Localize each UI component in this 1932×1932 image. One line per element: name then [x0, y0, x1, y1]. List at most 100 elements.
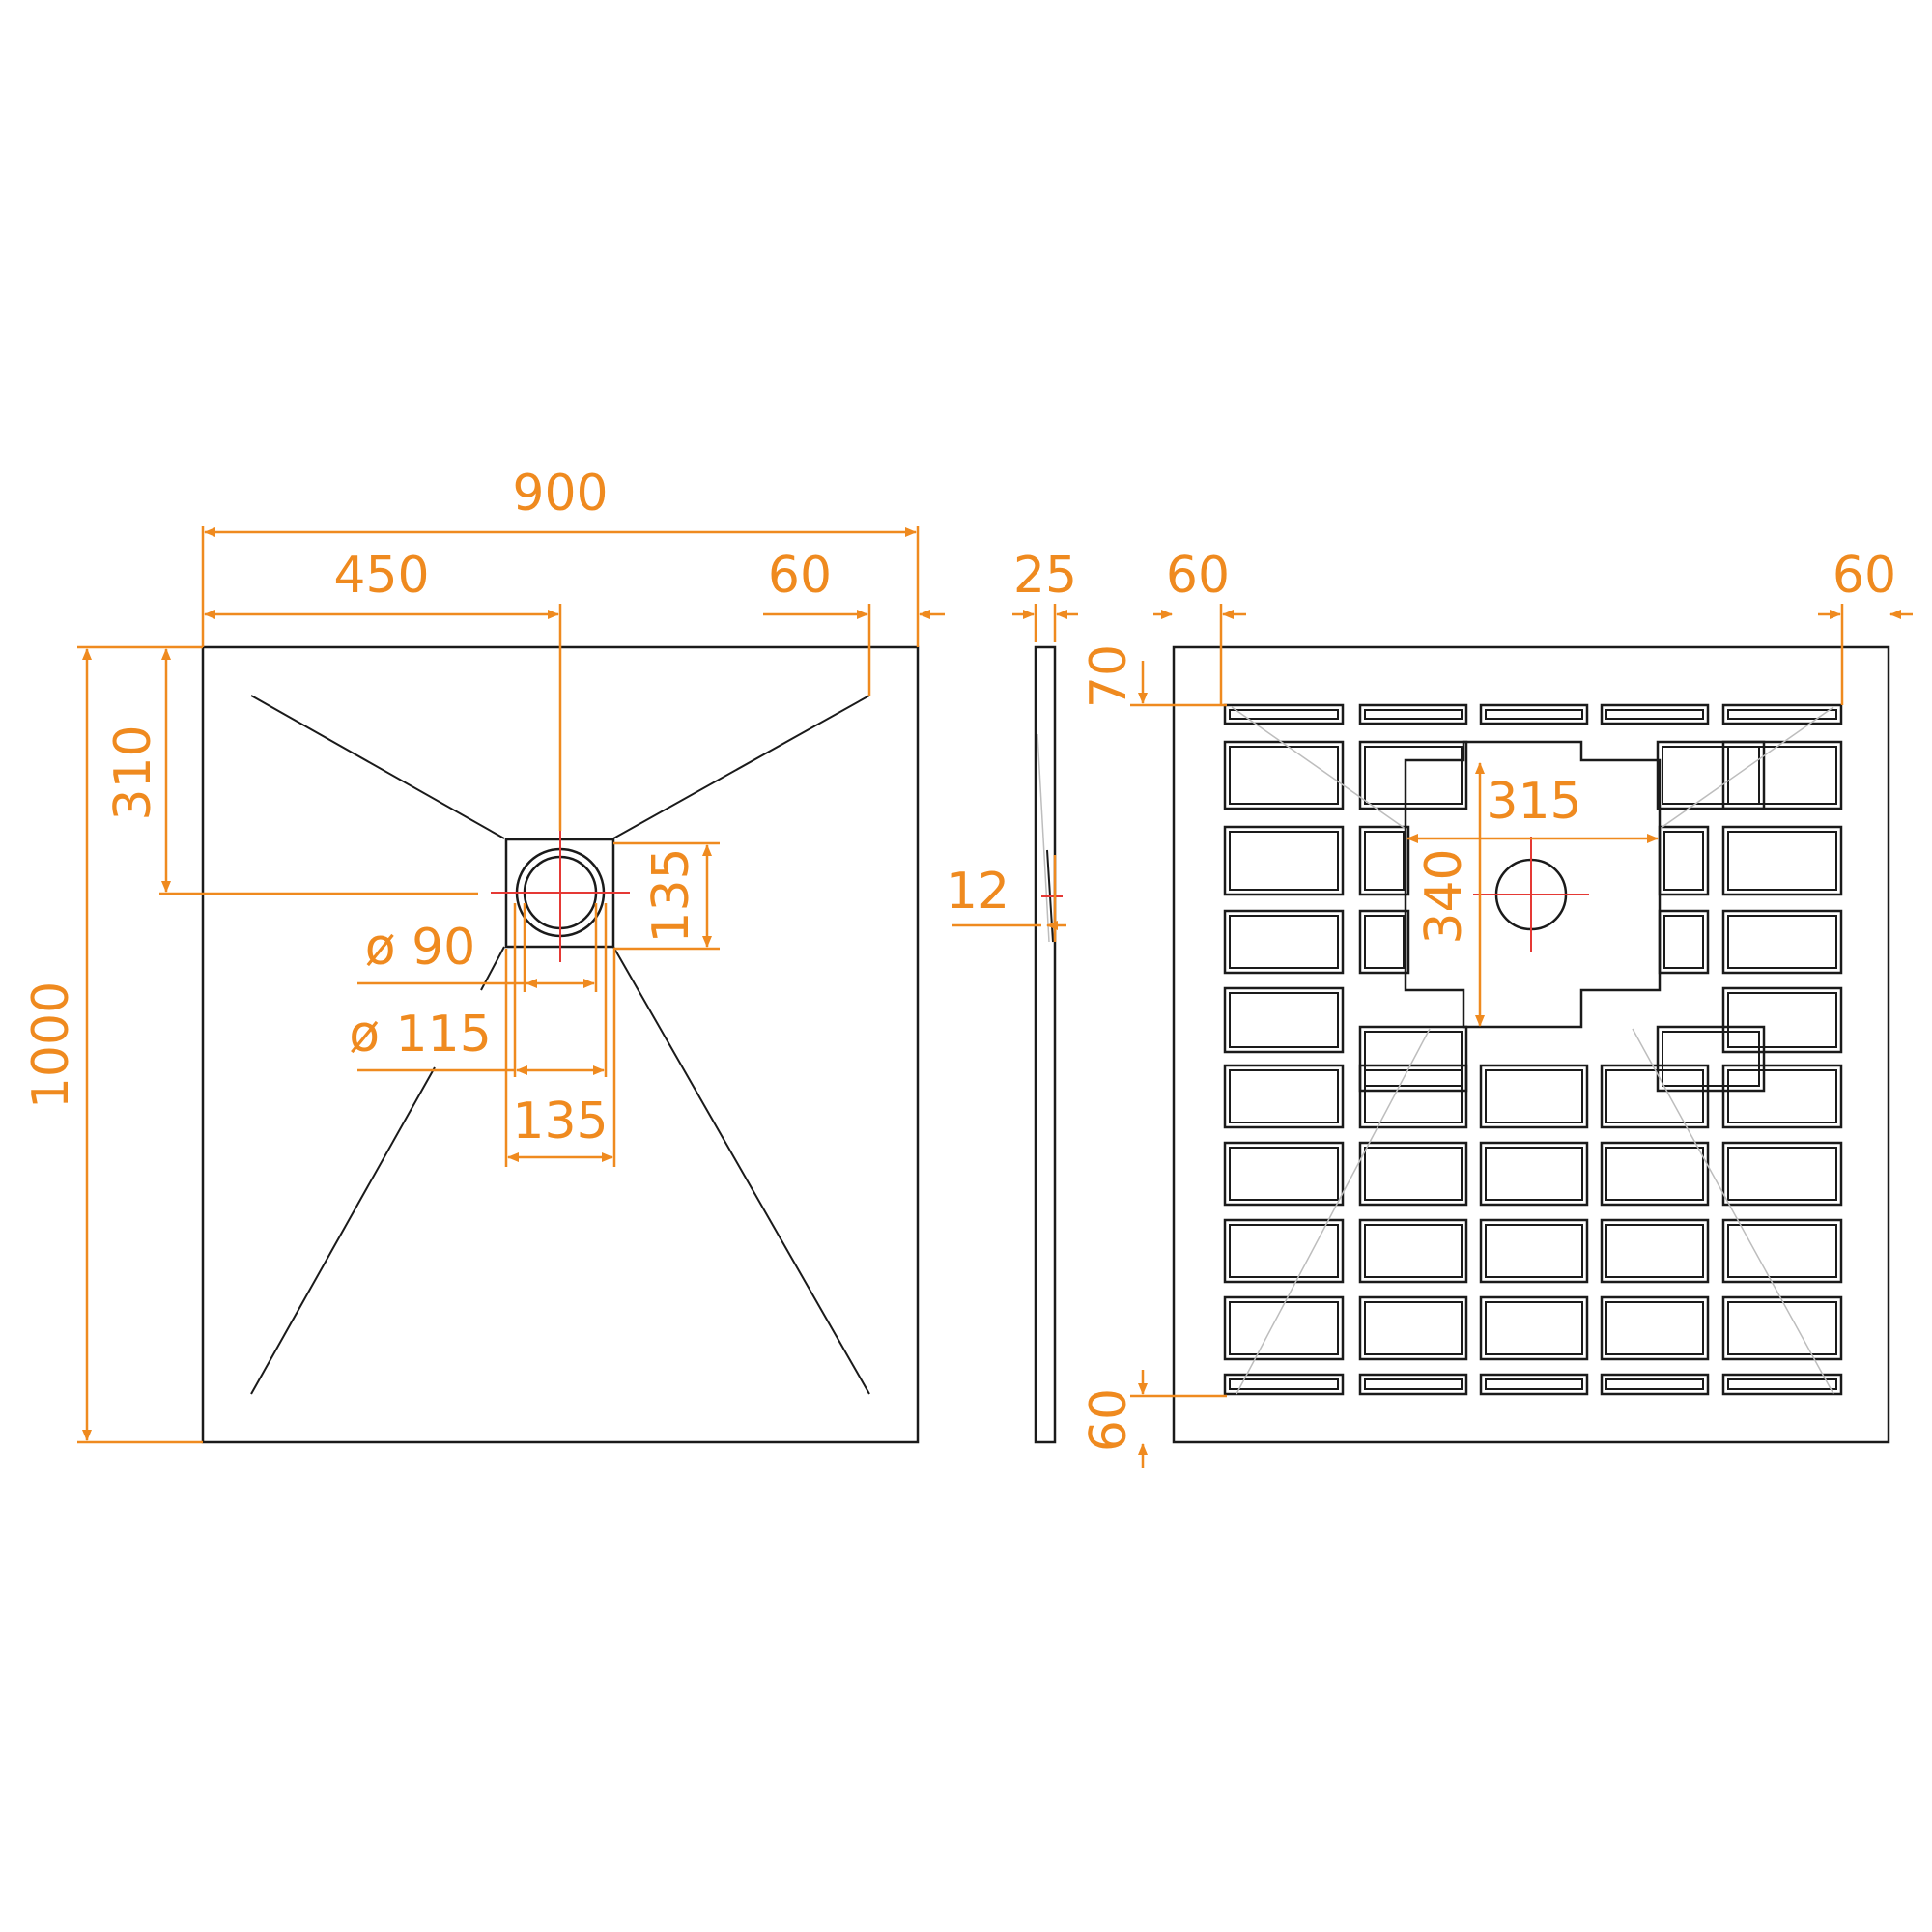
dim-margin-left: 60 — [1153, 547, 1246, 705]
rib-cell — [1358, 703, 1468, 725]
rib-cell-inner — [1727, 746, 1837, 805]
rib-cell-inner — [1229, 746, 1339, 805]
rib-cell-inner — [1364, 1069, 1463, 1123]
rib-cell-inner — [1229, 709, 1339, 720]
dim-drain-offset: 310 — [104, 648, 478, 895]
side-slope-line — [1037, 733, 1050, 943]
rib-cell-inner — [1229, 1378, 1339, 1390]
rib-cell — [1479, 1295, 1589, 1361]
rib-cell-inner — [1727, 1069, 1837, 1123]
bottom-view: 60 60 70 60 315 340 — [1080, 547, 1913, 1468]
rib-cell-inner — [1485, 709, 1583, 720]
rib-cell-inner — [1364, 915, 1405, 969]
rib-cell-inner — [1364, 1147, 1463, 1201]
rib-cell — [1223, 986, 1345, 1054]
rib-cell-inner — [1605, 709, 1704, 720]
dim-overall-length: 1000 — [22, 645, 203, 1444]
rib-cell — [1721, 1141, 1843, 1207]
rib-cell-inner — [1485, 1147, 1583, 1201]
rib-cell-inner — [1485, 1378, 1583, 1390]
rib-cell-inner — [1229, 992, 1339, 1048]
rib-cell — [1721, 1218, 1843, 1284]
rib-cell — [1658, 909, 1710, 975]
rib-cell — [1358, 740, 1468, 810]
rib-cell-inner — [1727, 915, 1837, 969]
rib-cell — [1223, 909, 1345, 975]
rib-cell — [1721, 703, 1843, 725]
rib-cell-inner — [1485, 1301, 1583, 1355]
rib-cell — [1656, 740, 1766, 810]
side-view: 25 12 — [946, 547, 1078, 1444]
rib-cell-inner — [1605, 1069, 1704, 1123]
rib-cell — [1358, 909, 1410, 975]
rib-cell-inner — [1485, 1224, 1583, 1278]
rib-cell-inner — [1485, 1069, 1583, 1123]
rib-cell — [1721, 986, 1843, 1054]
rib-cell — [1479, 1141, 1589, 1207]
rib-cell — [1600, 1064, 1710, 1129]
dim-recess-width: 315 — [1406, 773, 1659, 843]
label-drain-offset: 310 — [104, 724, 162, 820]
rib-cell — [1358, 1218, 1468, 1284]
rib-cells — [1223, 703, 1843, 1396]
rib-cell — [1479, 1218, 1589, 1284]
rib-cell — [1223, 1064, 1345, 1129]
rib-cell — [1358, 1141, 1468, 1207]
label-corner-offset: 60 — [768, 547, 832, 605]
dim-outer-diameter: ø 115 — [349, 903, 608, 1077]
dim-corner-offset: 60 — [763, 547, 945, 696]
plan-view: 900 450 60 1000 310 — [22, 465, 945, 1444]
rib-cell — [1223, 1218, 1345, 1284]
dim-margin-bottom: 60 — [1080, 1370, 1227, 1468]
label-margin-top: 70 — [1080, 644, 1138, 708]
label-inner-diameter: ø 90 — [365, 919, 476, 977]
rib-cell — [1721, 825, 1843, 896]
rib-cell-inner — [1605, 1378, 1704, 1390]
rib-cell — [1600, 1218, 1710, 1284]
rib-cell — [1358, 1373, 1468, 1396]
rib-cell — [1479, 1064, 1589, 1129]
label-outer-diameter: ø 115 — [349, 1006, 492, 1064]
rib-cell-inner — [1727, 1147, 1837, 1201]
bottom-drain-center-mark — [1473, 837, 1589, 952]
rib-cell-inner — [1229, 1147, 1339, 1201]
rib-cell-inner — [1663, 915, 1704, 969]
rib-cell — [1721, 1295, 1843, 1361]
rib-cell-inner — [1364, 831, 1405, 891]
rib-cell-inner — [1229, 1069, 1339, 1123]
rib-cell-inner — [1364, 709, 1463, 720]
rib-cell — [1721, 1064, 1843, 1129]
rib-cell — [1658, 825, 1710, 896]
rib-cell — [1600, 1141, 1710, 1207]
rib-cell — [1600, 1373, 1710, 1396]
rib-cell-inner — [1662, 1031, 1760, 1087]
rib-cell-inner — [1727, 1378, 1837, 1390]
rib-cell — [1358, 1295, 1468, 1361]
label-drain-box-height: 135 — [642, 847, 700, 943]
rib-cell-inner — [1364, 1031, 1463, 1087]
rib-cell-inner — [1364, 1378, 1463, 1390]
ghost-slope-lines — [1231, 706, 1834, 1395]
rib-cell — [1223, 703, 1345, 725]
slope-lines — [250, 695, 870, 1395]
rib-cell — [1600, 1295, 1710, 1361]
rib-cell — [1223, 825, 1345, 896]
dim-inner-diameter: ø 90 — [357, 903, 598, 992]
rib-cell-inner — [1605, 1301, 1704, 1355]
label-margin-left: 60 — [1166, 547, 1230, 605]
rib-cell-inner — [1727, 1224, 1837, 1278]
dim-margin-right: 60 — [1818, 547, 1913, 705]
drain-center-mark — [491, 823, 630, 962]
rib-cell-inner — [1605, 1147, 1704, 1201]
rib-cell — [1479, 703, 1589, 725]
dim-overall-width: 900 — [201, 465, 920, 647]
label-margin-bottom: 60 — [1080, 1388, 1138, 1452]
label-drain-box-width: 135 — [512, 1093, 608, 1151]
dim-half-width: 450 — [204, 547, 562, 831]
rib-cell-inner — [1727, 1301, 1837, 1355]
rib-cell-inner — [1727, 831, 1837, 891]
label-overall-width: 900 — [512, 465, 608, 523]
rib-cell — [1358, 825, 1410, 896]
label-overall-length: 1000 — [22, 981, 80, 1109]
rib-cell-inner — [1662, 746, 1760, 805]
